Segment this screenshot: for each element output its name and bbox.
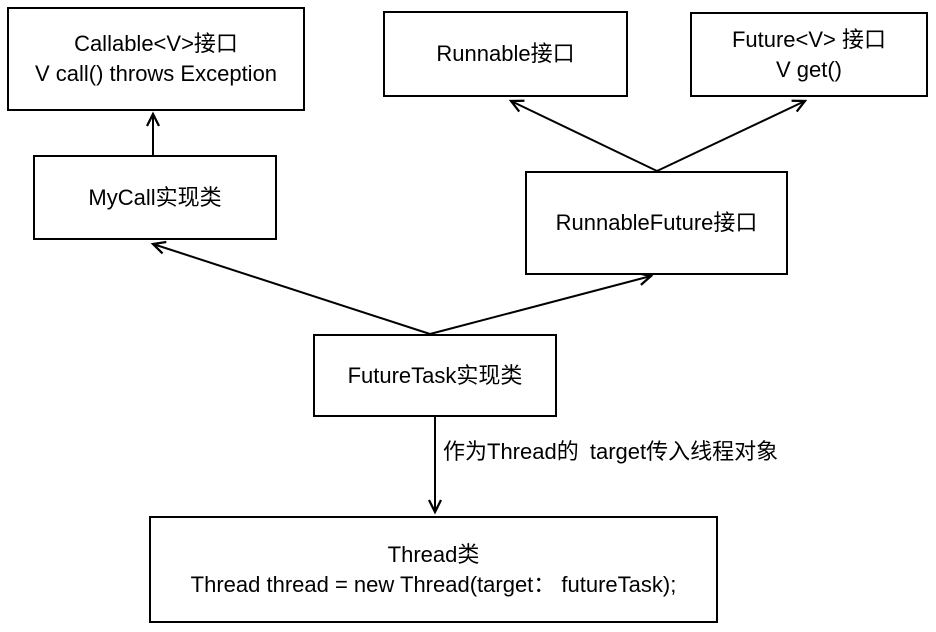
node-mycall-class: MyCall实现类 [33, 155, 277, 240]
node-runnablefuture-interface: RunnableFuture接口 [525, 171, 788, 275]
node-callable-interface: Callable<V>接口 V call() throws Exception [7, 7, 305, 111]
arrow-runnablefuture-to-future [656, 99, 808, 172]
node-label-line: V call() throws Exception [34, 61, 278, 86]
node-label-line: Thread类 [387, 541, 480, 567]
node-label-line: Runnable接口 [436, 41, 575, 66]
arrow-runnablefuture-to-runnable [508, 99, 658, 172]
edge-label-target-note: 作为Thread的 target传入线程对象 [443, 437, 778, 466]
node-label-line: RunnableFuture接口 [555, 210, 758, 235]
arrow-futuretask-to-mycall [150, 240, 431, 335]
node-label-line: MyCall实现类 [88, 184, 222, 210]
edge-label-line: 作为Thread的 [443, 439, 579, 464]
node-label-line: FutureTask实现类 [347, 362, 523, 388]
node-runnable-interface: Runnable接口 [383, 11, 628, 97]
node-label-line: Future<V> 接口 [731, 26, 887, 52]
edge-label-line: target传入线程对象 [589, 439, 779, 464]
node-futuretask-class: FutureTask实现类 [313, 334, 557, 417]
arrow-futuretask-to-runnablefuture [429, 272, 654, 335]
node-future-interface: Future<V> 接口 V get() [690, 12, 928, 97]
node-label-line: Thread thread = new Thread(target： futur… [190, 571, 677, 597]
node-label-line: V get() [775, 56, 843, 82]
node-thread-class: Thread类 Thread thread = new Thread(targe… [149, 516, 718, 623]
node-label-line: Callable<V>接口 [74, 31, 238, 56]
